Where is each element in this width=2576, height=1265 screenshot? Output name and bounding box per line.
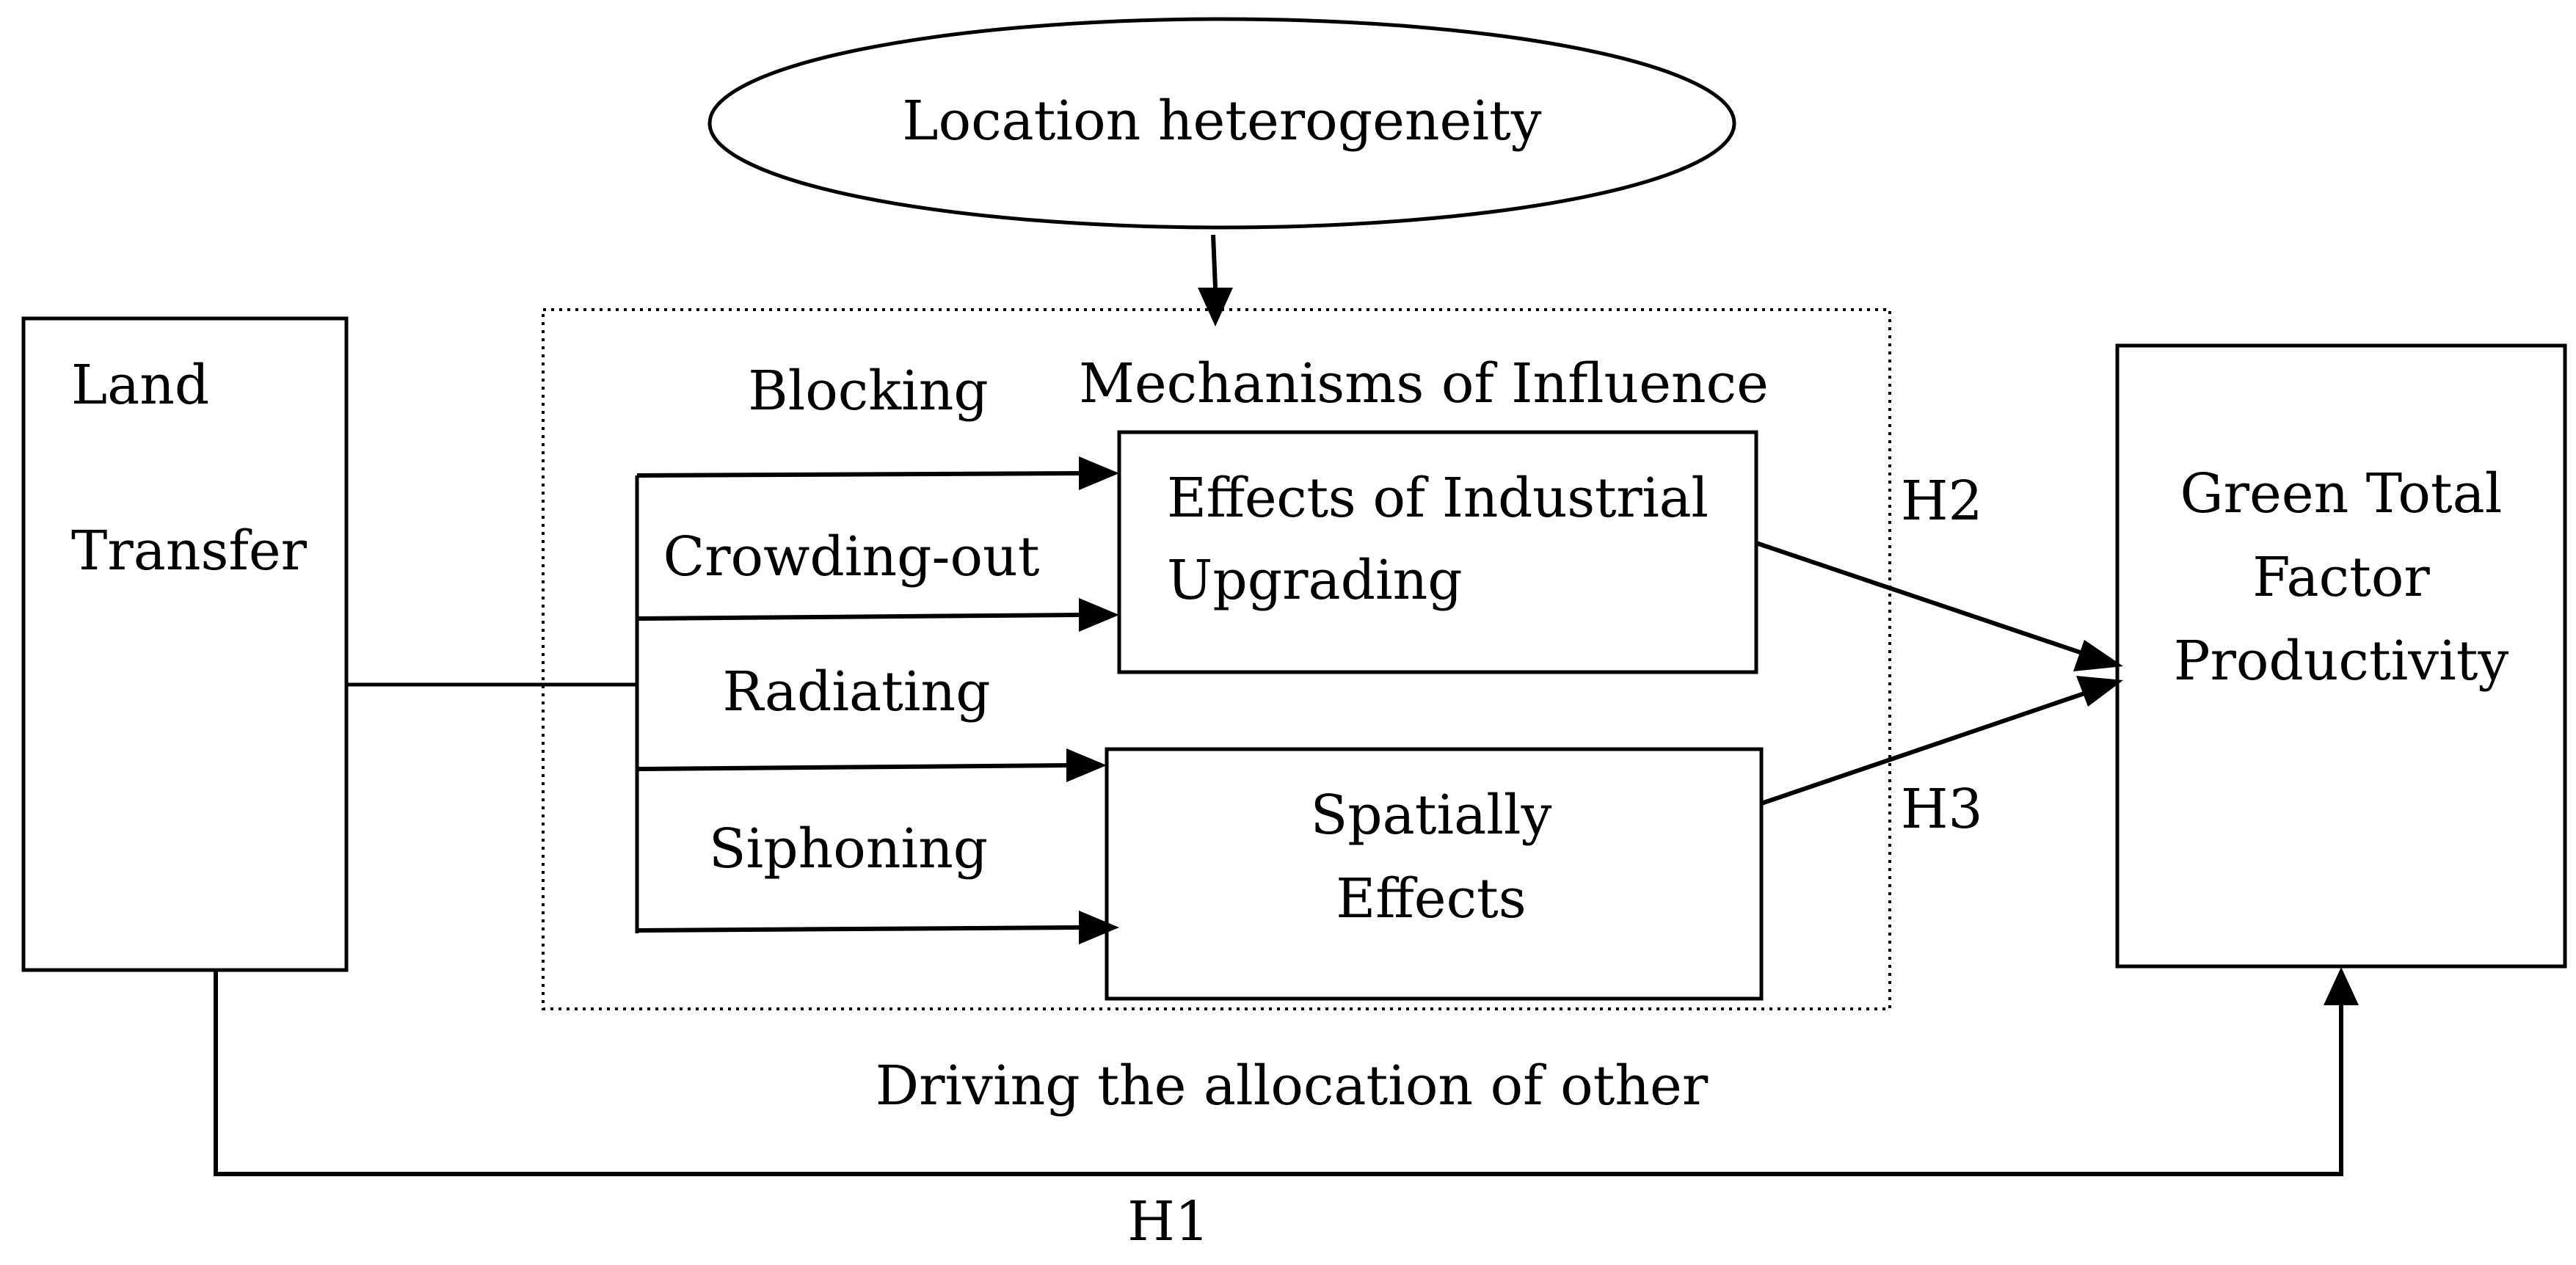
siphoning-arrow-head bbox=[1079, 911, 1119, 944]
location-arrow-head bbox=[1198, 288, 1233, 327]
gtfp-label-line1: Green Total bbox=[2180, 462, 2503, 525]
blocking-label: Blocking bbox=[748, 360, 989, 423]
location-heterogeneity-label: Location heterogeneity bbox=[902, 90, 1541, 153]
spatial-effects-node bbox=[1105, 747, 1764, 1001]
siphoning-label: Siphoning bbox=[709, 817, 988, 881]
location-heterogeneity-node bbox=[707, 17, 1736, 230]
gtfp-node bbox=[2115, 343, 2567, 969]
land-transfer-label-line2: Transfer bbox=[71, 520, 308, 583]
siphoning-arrow-line bbox=[636, 925, 1081, 933]
h2-label: H2 bbox=[1901, 470, 1983, 533]
industrial-upgrading-label-line1: Effects of Industrial bbox=[1167, 467, 1709, 530]
h2-arrow-head bbox=[2073, 640, 2123, 671]
blocking-arrow-head bbox=[1079, 456, 1119, 490]
h2-arrow-line bbox=[1755, 541, 2089, 657]
h3-arrow-head bbox=[2076, 676, 2123, 707]
spatial-effects-label-line2: Effects bbox=[1336, 867, 1527, 930]
location-arrow-line bbox=[1211, 234, 1218, 288]
h1-arrow-head bbox=[2324, 967, 2359, 1005]
industrial-upgrading-node bbox=[1117, 430, 1758, 674]
crowding-out-arrow-head bbox=[1079, 598, 1119, 632]
h1-path bbox=[214, 970, 2343, 1176]
h1-label: H1 bbox=[1127, 1190, 1209, 1253]
gtfp-label-line2: Factor bbox=[2252, 546, 2430, 609]
blocking-arrow-line bbox=[636, 471, 1081, 478]
mechanisms-group-title: Mechanisms of Influence bbox=[1079, 352, 1769, 415]
industrial-upgrading-label-line2: Upgrading bbox=[1167, 549, 1463, 612]
driving-allocation-caption: Driving the allocation of other bbox=[876, 1054, 1709, 1118]
h3-arrow-line bbox=[1761, 690, 2089, 806]
mechanisms-group-box bbox=[542, 308, 1891, 1010]
radiating-label: Radiating bbox=[722, 660, 990, 723]
spatial-effects-label-line1: Spatially bbox=[1311, 784, 1552, 847]
crowding-out-arrow-line bbox=[636, 613, 1081, 621]
land-transfer-node bbox=[21, 316, 349, 972]
radiating-arrow-head bbox=[1066, 748, 1107, 782]
gtfp-label-line3: Productivity bbox=[2174, 630, 2509, 693]
h3-label: H3 bbox=[1901, 778, 1983, 841]
land-transfer-label-line1: Land bbox=[71, 354, 209, 417]
radiating-arrow-line bbox=[636, 763, 1069, 771]
crowding-out-label: Crowding-out bbox=[663, 525, 1040, 588]
